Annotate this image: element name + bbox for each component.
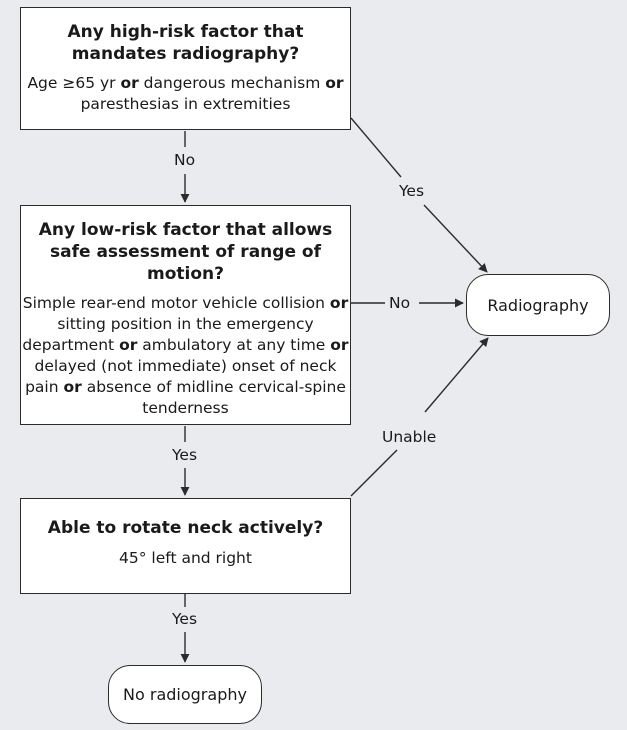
node-low-risk-factor-title: Any low-risk factor that allows safe ass… <box>38 220 333 284</box>
node-rotate-neck: Able to rotate neck actively? 45° left a… <box>20 498 351 594</box>
edge-q1-yes <box>350 117 402 178</box>
edge-label-q3-unable: Unable <box>379 428 440 446</box>
node-rotate-neck-body: 45° left and right <box>119 549 252 567</box>
edge-q3-unable <box>350 449 398 497</box>
edge-label-q2-yes: Yes <box>169 446 201 464</box>
edge-label-q1-yes: Yes <box>396 182 428 200</box>
node-low-risk-factor-body: Simple rear-end motor vehicle collision … <box>22 294 349 417</box>
node-low-risk-factor: Any low-risk factor that allows safe ass… <box>20 205 351 425</box>
edge-q3-unable-arrow <box>424 337 489 413</box>
edge-label-q2-no: No <box>386 294 414 312</box>
node-high-risk-factor-body: Age ≥65 yr or dangerous mechanism or par… <box>27 74 344 113</box>
node-no-radiography: No radiography <box>108 665 262 724</box>
node-rotate-neck-title: Able to rotate neck actively? <box>47 518 324 538</box>
edge-q1-yes-arrow <box>423 204 488 273</box>
node-high-risk-factor-title: Any high-risk factor that mandates radio… <box>67 22 304 64</box>
node-radiography: Radiography <box>466 274 610 336</box>
node-high-risk-factor: Any high-risk factor that mandates radio… <box>20 7 351 130</box>
edge-label-q3-yes: Yes <box>169 610 201 628</box>
edge-label-q1-no: No <box>171 151 199 169</box>
